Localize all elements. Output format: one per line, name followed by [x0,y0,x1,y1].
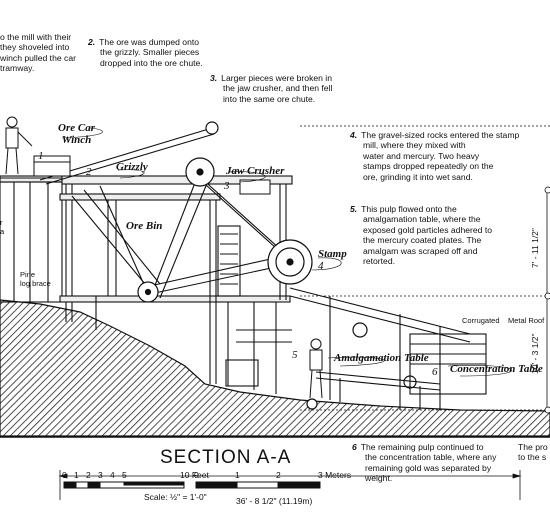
overall-dimension-line [58,470,522,500]
callout-number-6: 6 [432,366,438,378]
callout-number-5: 5 [292,349,298,361]
scale-text: Scale: ½" = 1'-0" [144,492,207,502]
note-4: 4.The gravel-sized rocks entered the sta… [350,130,520,182]
scale-meter-end: 3 Meters [318,470,352,480]
drive-belts [39,127,297,299]
note-2: 2.The ore was dumped onto the grizzly. S… [88,37,203,68]
callout-jaw-crusher: Jaw Crusher [226,165,285,177]
scale-meter-tick-2: 2 [276,470,281,480]
scale-feet-tick-0: 0 [62,470,67,480]
callout-number-4: 4 [318,260,324,272]
scale-bar-meters [195,481,321,489]
note-5: 5.This pulp flowed onto the amalgamation… [350,204,492,267]
section-title: SECTION A-A [160,447,292,468]
dimension-lines [300,125,550,414]
scale-feet-tick-3: 3 [98,470,103,480]
scale-meter-tick-0: 0 [194,470,199,480]
label-corrugated: Corrugated [462,316,500,325]
leader-lines [61,127,512,377]
callout-number-1: 1 [38,150,44,162]
scale-feet-tick-4: 4 [110,470,115,480]
callout-concentration-table: Concentration Table [450,363,543,375]
scale-feet-end: 10 Feet [180,470,209,480]
callout-amalgamation-table: Amalgamation Table [334,352,429,364]
miner-figure-left [5,116,33,175]
miner-figure-right [309,338,323,399]
label-metal-roof: Metal Roof [508,316,545,325]
lower-height-dimension: 10' - 3 1/2" [530,333,540,374]
callout-ore-bin: Ore Bin [126,220,163,232]
callout-stamp: Stamp [318,248,347,260]
scale-feet-tick-1: 1 [74,470,79,480]
callout-number-2: 2 [86,166,92,178]
scale-feet-tick-5: 5 [122,470,127,480]
scale-meter-tick-1: 1 [235,470,240,480]
ground-hillside [0,299,550,437]
callout-grizzly: Grizzly [116,161,148,173]
stamp-ramp [289,287,487,410]
overall-dimension: 36' - 8 1/2" (11.19m) [236,496,313,506]
callout-number-3: 3 [224,180,230,192]
upper-height-dimension: 7' - 11 1/2" [530,228,540,268]
ore-car [0,155,271,195]
amalgamation-table-drawing [315,371,441,410]
scale-feet-tick-2: 2 [86,470,91,480]
scale-bar-feet [63,481,185,489]
note-3: 3.Larger pieces were broken in the jaw c… [210,73,333,104]
